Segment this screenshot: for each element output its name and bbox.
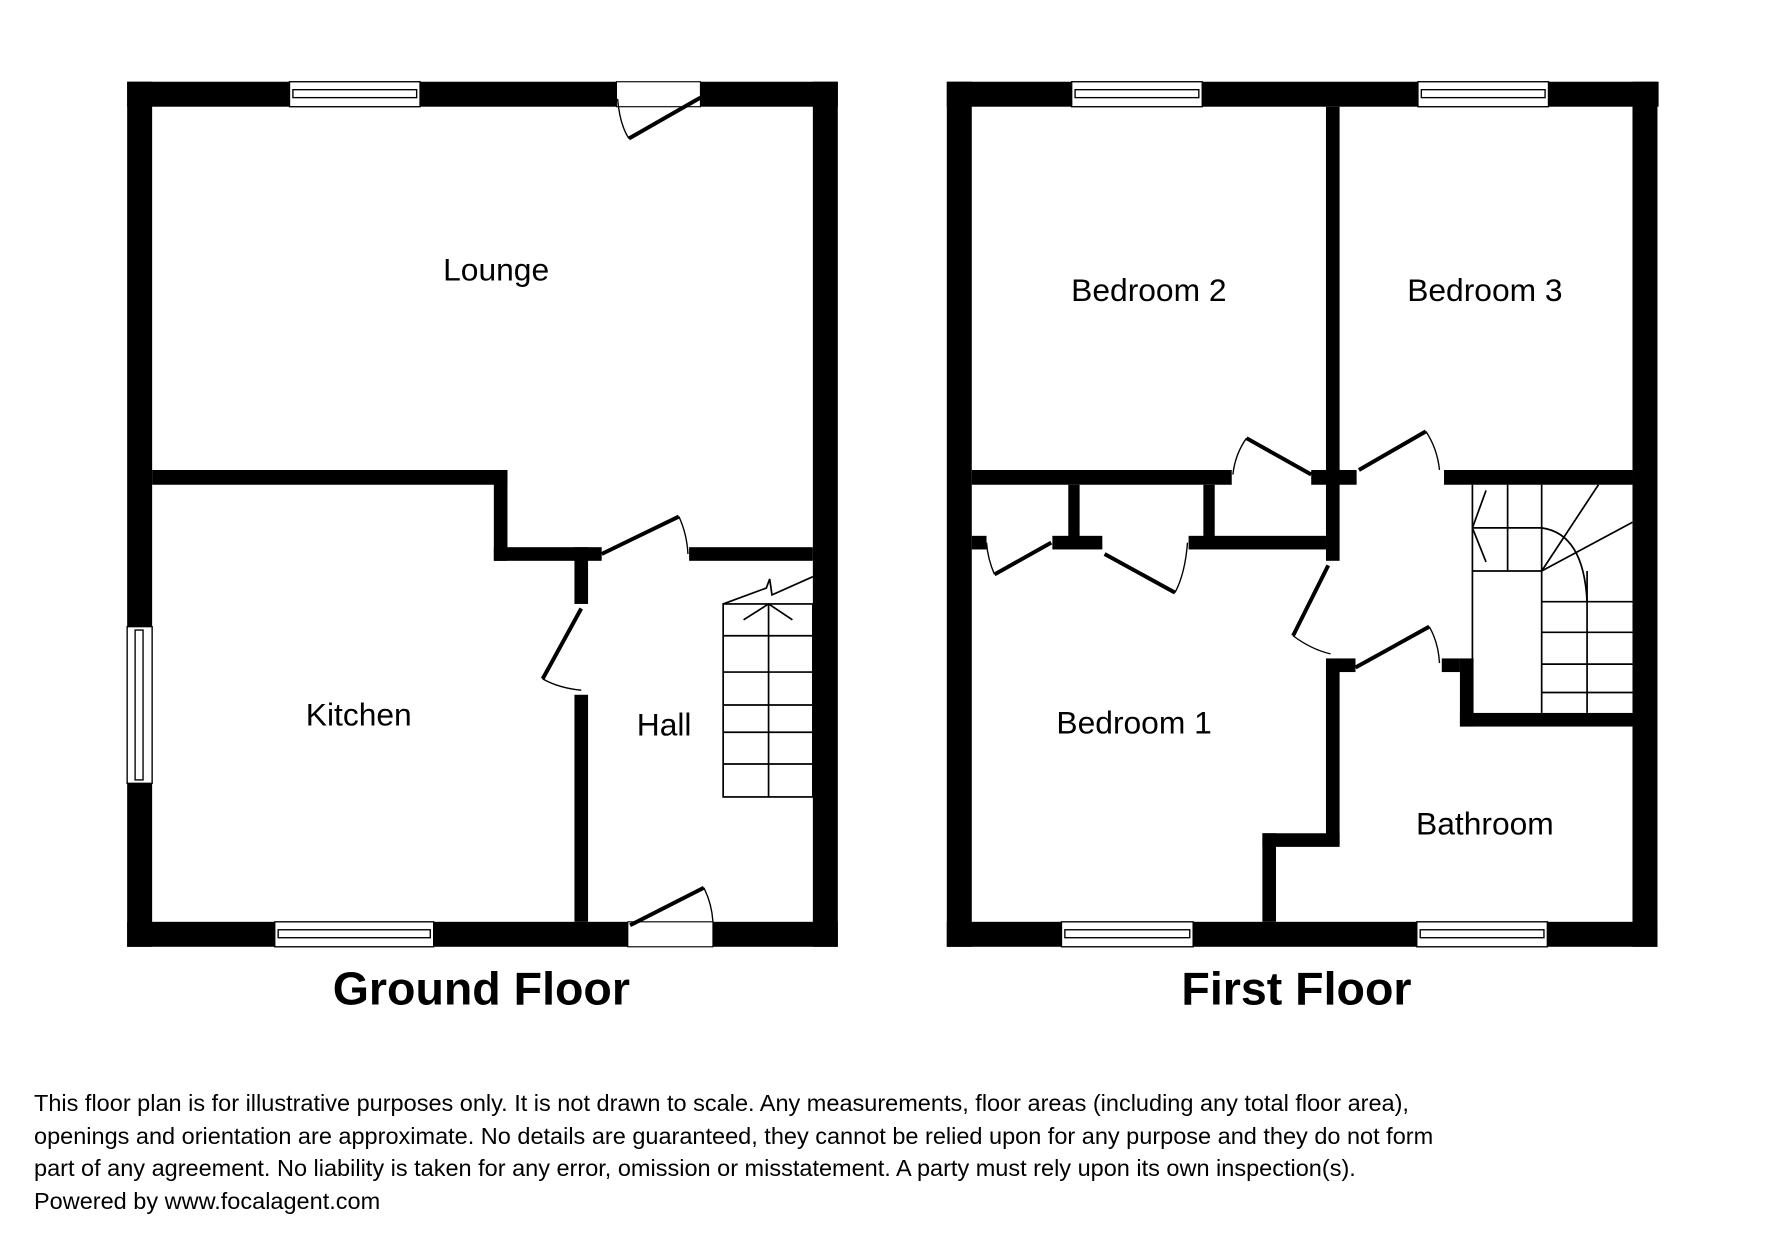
disclaimer-line: part of any agreement. No liability is t… [34, 1155, 1356, 1181]
ground-inner-walls [152, 469, 813, 922]
ground-floor-plan: Lounge Kitchen Hall Ground Floor [126, 81, 838, 1015]
disclaimer-line: This floor plan is for illustrative purp… [34, 1090, 1409, 1116]
ground-stairs [722, 575, 814, 798]
first-floor-plan: Bedroom 2 Bedroom 3 Bedroom 1 Bathroom F… [946, 81, 1659, 1015]
first-outer-walls [946, 81, 1659, 947]
ground-floor-title: Ground Floor [333, 963, 630, 1015]
room-label-hall: Hall [637, 707, 692, 743]
ground-windows [126, 81, 435, 948]
disclaimer-powered-by: Powered by www.focalagent.com [34, 1187, 381, 1214]
disclaimer: This floor plan is for illustrative purp… [34, 1087, 1754, 1217]
room-label-bedroom-1: Bedroom 1 [1056, 704, 1211, 740]
room-label-bedroom-3: Bedroom 3 [1407, 272, 1562, 308]
room-label-kitchen: Kitchen [306, 696, 412, 732]
ground-room-labels: Lounge Kitchen Hall [306, 251, 692, 742]
first-inner-walls [971, 106, 1633, 922]
ground-outer-walls [127, 81, 838, 947]
room-label-bathroom: Bathroom [1416, 805, 1554, 841]
first-floor-title: First Floor [1181, 963, 1411, 1015]
ground-doors [540, 81, 714, 948]
room-label-bedroom-2: Bedroom 2 [1071, 272, 1226, 308]
room-label-lounge: Lounge [443, 251, 549, 287]
first-room-labels: Bedroom 2 Bedroom 3 Bedroom 1 Bathroom [1056, 272, 1562, 842]
disclaimer-line: openings and orientation are approximate… [34, 1122, 1434, 1149]
first-windows [1060, 81, 1550, 948]
first-doors [985, 429, 1441, 670]
first-stairs [1471, 484, 1633, 713]
